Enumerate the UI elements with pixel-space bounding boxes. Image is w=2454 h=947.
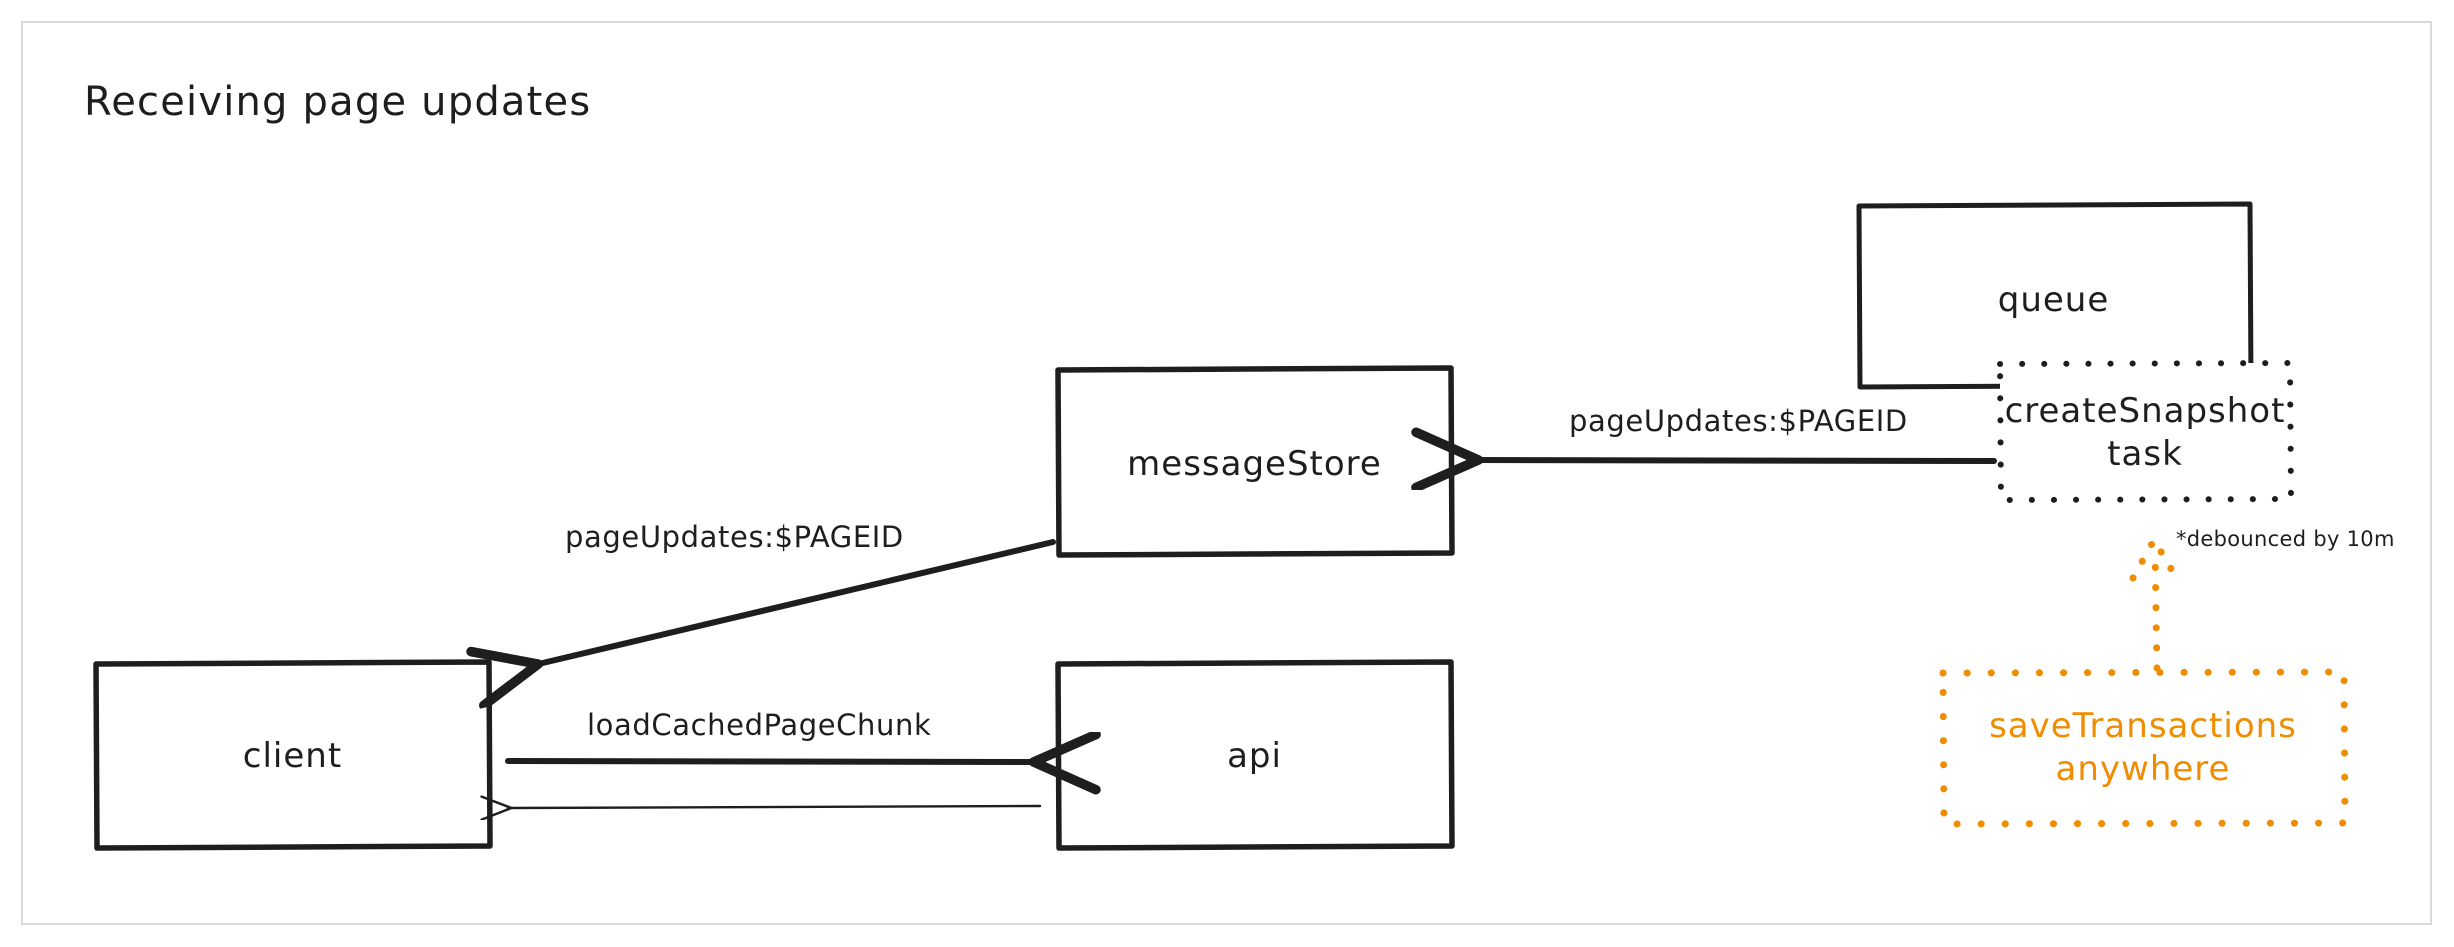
edge-api-to-client[interactable] (508, 806, 1042, 808)
node-label-client: client (242, 736, 343, 776)
edge-messagestore-to-client[interactable] (530, 539, 1056, 666)
edge-savetransactions-to-createsnapshot[interactable] (2129, 536, 2180, 672)
node-label-savetransactions-anywhere: saveTransactions anywhere (1989, 706, 2297, 789)
edge-label-pageupdates-messagestore: pageUpdates:$PAGEID (1569, 404, 1908, 438)
node-label-api: api (1227, 736, 1282, 776)
node-label-createsnapshot-task: createSnapshot task (2004, 391, 2286, 474)
node-createsnapshot-task[interactable] (1997, 360, 2294, 503)
node-savetransactions-anywhere[interactable] (1939, 668, 2349, 828)
edge-client-to-api[interactable] (505, 761, 1042, 762)
page-title: Receiving page updates (84, 79, 592, 125)
edge-label-loadcachedpagechunk: loadCachedPageChunk (587, 708, 932, 742)
node-client[interactable] (93, 659, 493, 851)
edge-label-pageupdates-client: pageUpdates:$PAGEID (565, 520, 904, 554)
edge-createsnapshot-to-messagestore[interactable] (1470, 460, 1997, 461)
annotation-debounce-note: *debounced by 10m (2176, 527, 2395, 551)
node-label-messagestore: messageStore (1127, 444, 1382, 484)
node-messagestore[interactable] (1055, 365, 1455, 558)
node-label-queue: queue (1997, 280, 2110, 320)
